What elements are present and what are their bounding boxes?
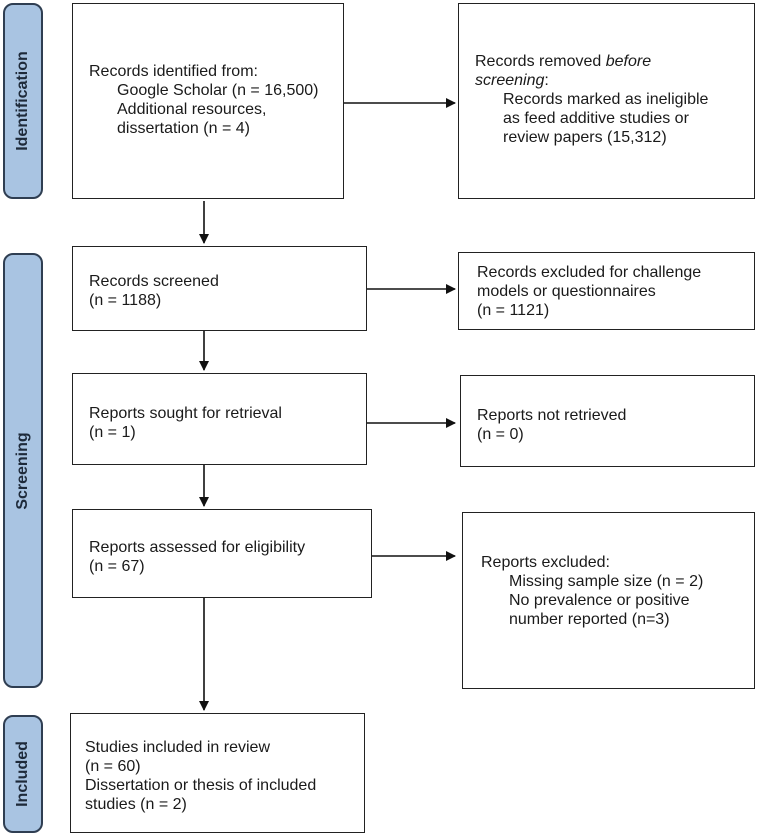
removed-line1: Records marked as ineligible	[503, 91, 709, 108]
reports-excluded-line3: number reported (n=3)	[509, 611, 670, 628]
identified-google-scholar: Google Scholar (n = 16,500)	[117, 82, 319, 99]
included-line1: Studies included in review	[85, 739, 270, 756]
records-removed-box: Records removed before screening: Record…	[458, 3, 755, 199]
reports-excluded-line2: No prevalence or positive	[509, 592, 690, 609]
excluded-records-line3: (n = 1121)	[477, 302, 550, 319]
assessed-line2: (n = 67)	[89, 558, 145, 575]
reports-not-retrieved-box: Reports not retrieved (n = 0)	[460, 375, 755, 467]
removed-line2: as feed additive studies or	[503, 110, 689, 127]
screened-line2: (n = 1188)	[89, 292, 162, 309]
identified-heading: Records identified from:	[89, 63, 258, 80]
records-excluded-box: Records excluded for challenge models or…	[458, 252, 755, 330]
identified-additional-2: dissertation (n = 4)	[117, 120, 250, 137]
phase-identification: Identification	[3, 3, 43, 199]
included-line3: Dissertation or thesis of included	[85, 777, 317, 794]
reports-assessed-box: Reports assessed for eligibility (n = 67…	[72, 509, 372, 598]
excluded-records-line2: models or questionnaires	[477, 283, 656, 300]
phase-screening: Screening	[3, 253, 43, 688]
removed-heading-line1: Records removed before	[475, 53, 652, 70]
screened-line1: Records screened	[89, 273, 219, 290]
included-line4: studies (n = 2)	[85, 796, 187, 813]
identified-additional-1: Additional resources,	[117, 101, 267, 118]
phase-included: Included	[3, 715, 43, 833]
assessed-line1: Reports assessed for eligibility	[89, 539, 306, 556]
included-line2: (n = 60)	[85, 758, 141, 775]
not-retrieved-line1: Reports not retrieved	[477, 407, 627, 424]
reports-excluded-box: Reports excluded: Missing sample size (n…	[462, 512, 755, 689]
sought-line1: Reports sought for retrieval	[89, 405, 282, 422]
sought-line2: (n = 1)	[89, 424, 136, 441]
not-retrieved-line2: (n = 0)	[477, 426, 524, 443]
excluded-records-line1: Records excluded for challenge	[477, 264, 702, 281]
records-screened-box: Records screened (n = 1188)	[72, 246, 367, 331]
reports-excluded-heading: Reports excluded:	[481, 554, 610, 571]
reports-excluded-line1: Missing sample size (n = 2)	[509, 573, 704, 590]
records-identified-box: Records identified from: Google Scholar …	[72, 3, 344, 199]
reports-sought-box: Reports sought for retrieval (n = 1)	[72, 373, 367, 465]
studies-included-box: Studies included in review (n = 60) Diss…	[70, 713, 365, 833]
removed-heading-line2: screening:	[475, 72, 549, 89]
removed-line3: review papers (15,312)	[503, 129, 667, 146]
